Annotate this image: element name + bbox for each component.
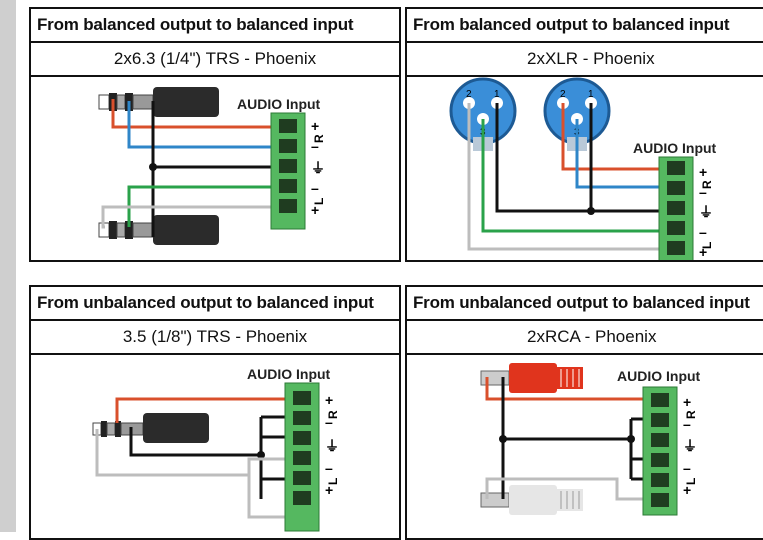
xlr-pin-1-label: 1 — [588, 89, 594, 100]
panel-subtitle: 2x6.3 (1/4") TRS - Phoenix — [31, 43, 399, 77]
pin-mark-ground: ⏚ — [699, 204, 713, 220]
pin-mark-ground: ⏚ — [311, 160, 325, 176]
panel-subtitle: 2xRCA - Phoenix — [407, 321, 763, 355]
channel-label-left: L — [326, 478, 340, 485]
wire-white — [467, 103, 669, 251]
pin-mark-minus: – — [311, 180, 319, 196]
panel-subtitle: 2xXLR - Phoenix — [407, 43, 763, 77]
wiring-diagram-xlr: 2 1 3 2 1 3 AUDIO Input + – ⏚ — [449, 77, 717, 260]
wire-red-hot-right — [111, 99, 283, 129]
panel-title: From unbalanced output to balanced input — [31, 287, 399, 321]
phoenix-connector — [658, 156, 694, 260]
channel-label-right: R — [326, 410, 340, 419]
channel-label-right: R — [684, 410, 698, 419]
phoenix-connector — [642, 386, 678, 516]
wiring-diagram-trs: AUDIO Input + – ⏚ – + R L — [98, 87, 326, 245]
panel-unbalanced-rca: From unbalanced output to balanced input… — [405, 285, 763, 540]
wire-green — [481, 119, 669, 233]
channel-label-right: R — [700, 180, 714, 189]
junction-dot — [627, 435, 635, 443]
pin-mark-minus: – — [311, 138, 319, 154]
xlr-pin-2-label: 2 — [560, 89, 566, 100]
wiring-diagram-trs35: AUDIO Input + – ⏚ – + R L — [92, 366, 340, 532]
wire-white — [95, 429, 295, 519]
xlr-pin-2-label: 2 — [466, 89, 472, 100]
connector-label: AUDIO Input — [237, 96, 321, 112]
panel-subtitle: 3.5 (1/8") TRS - Phoenix — [31, 321, 399, 355]
channel-label-left: L — [700, 242, 714, 249]
trs-35-plug — [92, 413, 209, 443]
junction-dot — [499, 435, 507, 443]
trs-plug-top — [98, 87, 219, 117]
phoenix-connector — [270, 112, 306, 230]
rca-plug-white — [480, 485, 583, 515]
junction-dot — [587, 207, 595, 215]
xlr-connector-left: 2 1 3 — [543, 77, 611, 151]
panel-title: From balanced output to balanced input — [407, 9, 763, 43]
pin-mark-minus: – — [699, 184, 707, 200]
channel-label-right: R — [312, 134, 326, 143]
xlr-pin-1-label: 1 — [494, 89, 500, 100]
pin-mark-plus: + — [325, 392, 333, 408]
wire-green-hot-left — [127, 185, 283, 227]
pin-mark-minus: – — [683, 416, 691, 432]
channel-label-left: L — [312, 198, 326, 205]
rca-plug-red — [480, 363, 583, 393]
panel-unbalanced-trs35: From unbalanced output to balanced input… — [29, 285, 401, 540]
wire-ground — [495, 103, 669, 213]
wire-white — [485, 477, 651, 501]
pin-mark-plus: + — [699, 164, 707, 180]
pin-mark-minus: – — [325, 460, 333, 476]
panel-balanced-trs: From balanced output to balanced input 2… — [29, 7, 401, 262]
wiring-diagram-rca: AUDIO Input + – ⏚ – + R L — [480, 363, 701, 516]
pin-mark-plus: + — [683, 394, 691, 410]
pin-mark-plus: + — [311, 118, 319, 134]
channel-label-left: L — [684, 478, 698, 485]
trs-plug-bottom — [98, 215, 219, 245]
wire-blue-cold-right — [127, 101, 283, 149]
pin-mark-plus: + — [311, 202, 319, 218]
wire-blue — [575, 119, 669, 189]
panel-title: From unbalanced output to balanced input — [407, 287, 763, 321]
pin-mark-plus: + — [683, 482, 691, 498]
junction-dot — [149, 163, 157, 171]
panel-title: From balanced output to balanced input — [31, 9, 399, 43]
junction-dot — [257, 451, 265, 459]
connector-label: AUDIO Input — [617, 368, 701, 384]
connector-label: AUDIO Input — [247, 366, 331, 382]
pin-mark-minus: – — [683, 460, 691, 476]
pin-mark-minus: – — [699, 224, 707, 240]
wire-red — [115, 397, 295, 423]
pin-mark-minus: – — [325, 414, 333, 430]
wire-white-cold-left — [101, 205, 283, 229]
page-left-margin-strip — [0, 0, 16, 532]
phoenix-connector — [284, 382, 320, 532]
pin-mark-plus: + — [325, 482, 333, 498]
pin-mark-ground: ⏚ — [325, 438, 339, 454]
wire-red — [561, 103, 669, 171]
wire-red — [485, 377, 651, 401]
pin-mark-ground: ⏚ — [683, 438, 697, 454]
connector-label: AUDIO Input — [633, 140, 717, 156]
panel-balanced-xlr: From balanced output to balanced input 2… — [405, 7, 763, 262]
pin-mark-plus: + — [699, 244, 707, 260]
